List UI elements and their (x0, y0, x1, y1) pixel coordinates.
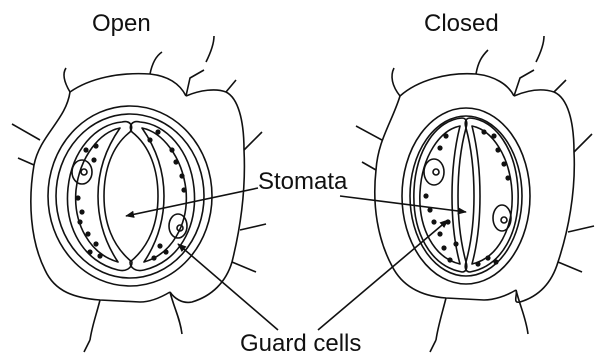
closed-nucleus-left-inner (433, 169, 439, 175)
open-nucleus-left (72, 160, 92, 184)
closed-epidermal-cells (356, 36, 594, 352)
guard-cells-arrow-closed (318, 220, 448, 330)
closed-stoma-figure (356, 36, 594, 352)
stomata-label: Stomata (258, 170, 347, 194)
closed-guard-cell-right-inner (472, 126, 512, 264)
closed-stoma-outer-ring (402, 108, 530, 284)
guard-cells-arrow-open (178, 244, 278, 330)
open-chloroplasts (75, 129, 186, 260)
closed-guard-cell-right (465, 118, 518, 272)
stomata-arrow-open (126, 188, 258, 216)
guard-cells-label: Guard cells (240, 332, 361, 356)
open-label: Open (92, 12, 151, 36)
closed-nucleus-left (424, 159, 444, 185)
open-guard-cell-right (130, 122, 195, 271)
open-nucleus-left-inner (81, 169, 87, 175)
closed-nucleus-right-inner (501, 217, 507, 223)
closed-guard-cell-left (414, 118, 467, 272)
closed-label: Closed (424, 12, 499, 36)
